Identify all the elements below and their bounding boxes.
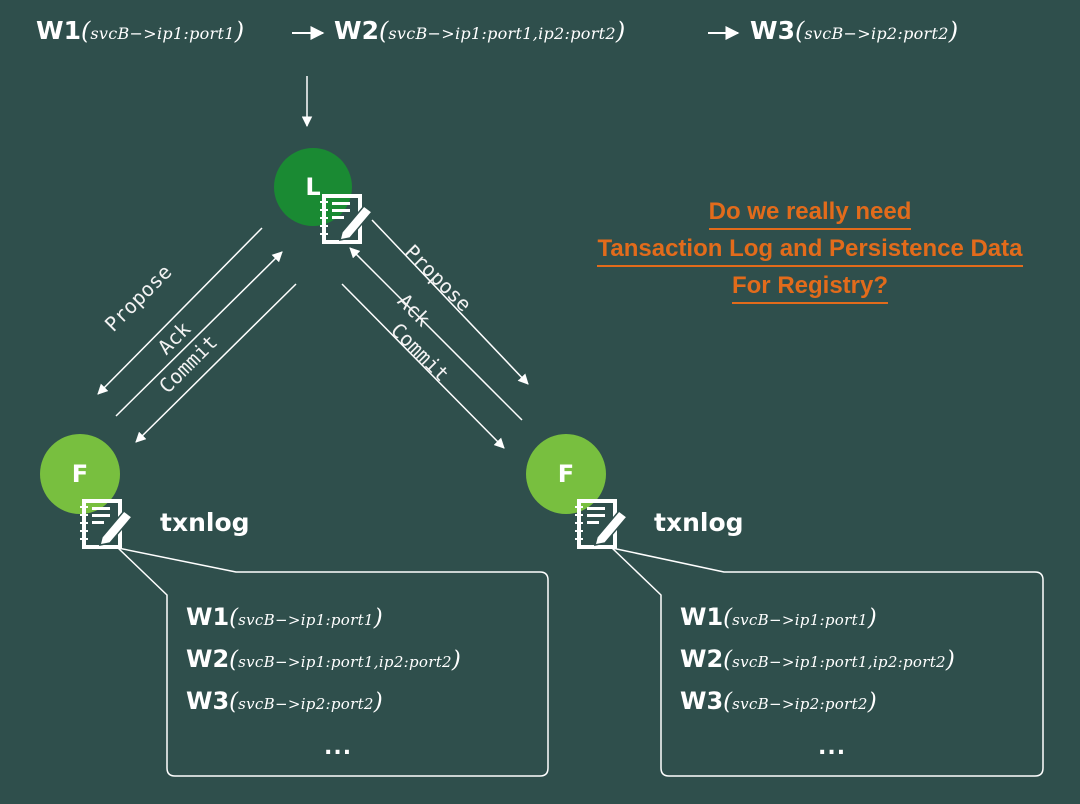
- follower-right-txnlog-icon: [575, 499, 629, 549]
- left-propose-arrow: [97, 227, 263, 395]
- question-line-3: For Registry?: [731, 270, 889, 304]
- write-w2: W2 ( svcB−>ip1:port1,ip2:port2 ): [334, 16, 626, 45]
- leader-txnlog-icon: [320, 194, 374, 244]
- left-log-ellipsis: ...: [324, 735, 353, 760]
- right-propose-arrow: [371, 219, 529, 385]
- txnlog-label-right: txnlog: [654, 508, 744, 537]
- left-log-entry-w1: W1 ( svcB−>ip1:port1 ): [186, 603, 383, 631]
- write-w1: W1 ( svcB−>ip1:port1 ): [36, 16, 245, 45]
- write-w1-detail: svcB−>ip1:port1: [90, 24, 235, 43]
- right-log-callout: [611, 547, 1044, 777]
- question-text: Do we really need Tansaction Log and Per…: [560, 193, 1060, 304]
- right-log-ellipsis: ...: [818, 735, 847, 760]
- write-w2-name: W2: [334, 16, 379, 45]
- follower-node-right: F: [526, 434, 606, 514]
- question-line-2: Tansaction Log and Persistence Data: [597, 233, 1023, 267]
- write-w3: W3 ( svcB−>ip2:port2 ): [750, 16, 959, 45]
- write-w3-detail: svcB−>ip2:port2: [804, 24, 949, 43]
- left-commit-arrow: [135, 283, 297, 443]
- left-log-entry-w2: W2 ( svcB−>ip1:port1,ip2:port2 ): [186, 645, 461, 673]
- right-commit-arrow: [341, 283, 505, 449]
- txnlog-label-left: txnlog: [160, 508, 250, 537]
- left-ack-arrow: [115, 251, 283, 417]
- right-log-entry-w2: W2 ( svcB−>ip1:port1,ip2:port2 ): [680, 645, 955, 673]
- write-w1-name: W1: [36, 16, 81, 45]
- right-log-entry-w1: W1 ( svcB−>ip1:port1 ): [680, 603, 877, 631]
- follower-left-txnlog-icon: [80, 499, 134, 549]
- right-ack-arrow: [349, 247, 523, 421]
- write-w2-detail: svcB−>ip1:port1,ip2:port2: [388, 24, 616, 43]
- write-w3-name: W3: [750, 16, 795, 45]
- leader-node: L: [274, 148, 352, 226]
- left-log-entry-w3: W3 ( svcB−>ip2:port2 ): [186, 687, 383, 715]
- right-log-entry-w3: W3 ( svcB−>ip2:port2 ): [680, 687, 877, 715]
- question-line-1: Do we really need: [708, 196, 912, 230]
- left-log-callout: [117, 547, 549, 777]
